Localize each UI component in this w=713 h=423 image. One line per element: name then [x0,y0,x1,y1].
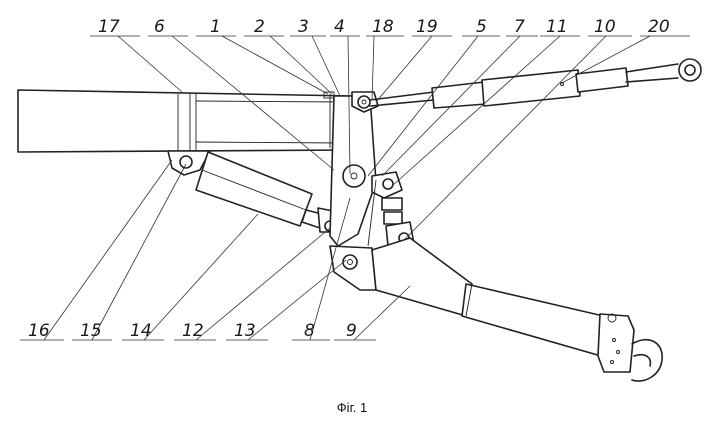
label-15: 15 [80,321,102,341]
figure-caption: Фіг. 1 [337,400,367,415]
pivot-18 [351,91,379,113]
hook [597,313,663,382]
boom-beam [17,89,353,153]
label-17: 17 [98,17,120,37]
leader-lines-bottom [20,159,411,341]
label-11: 11 [546,17,568,37]
leader-lines-top [90,35,690,241]
label-3: 3 [298,17,309,37]
label-6: 6 [154,17,165,37]
labels-bottom: 16 15 14 12 13 8 9 [28,321,357,341]
label-12: 12 [182,321,204,341]
label-20: 20 [648,17,670,37]
label-18: 18 [372,17,394,37]
lever-plate [329,95,377,247]
label-10: 10 [594,17,616,37]
label-1: 1 [210,17,221,37]
label-8: 8 [304,321,315,341]
label-9: 9 [346,321,357,341]
label-7: 7 [514,17,525,37]
hydraulic-cylinder [195,151,341,233]
label-19: 19 [416,17,438,37]
labels-top: 17 6 1 2 3 4 18 19 5 7 11 10 20 [98,17,670,37]
link-chain [367,171,415,253]
label-4: 4 [334,17,345,37]
label-14: 14 [130,321,152,341]
label-13: 13 [234,321,256,341]
label-5: 5 [476,17,487,37]
label-2: 2 [254,17,265,37]
label-16: 16 [28,321,50,341]
arm [329,237,613,359]
tie-rod [369,58,702,109]
lower-lug [167,150,211,176]
